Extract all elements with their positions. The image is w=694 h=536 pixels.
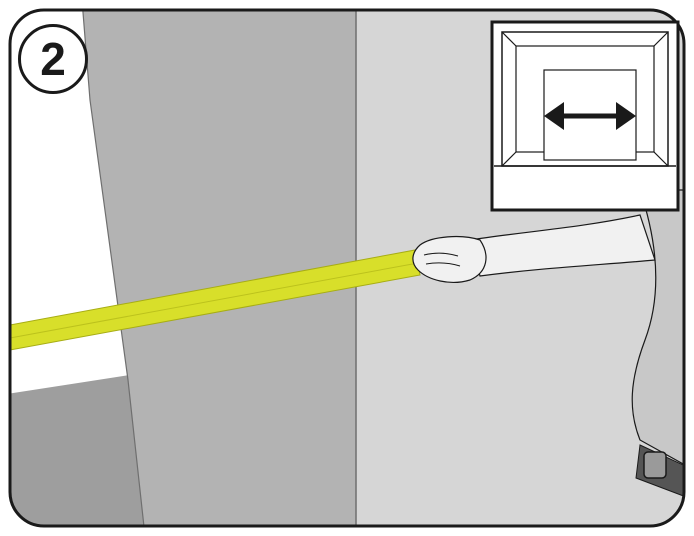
wall-left-panel xyxy=(82,10,356,526)
inset-bevel-tl xyxy=(501,31,517,47)
person-torso xyxy=(631,189,684,472)
finger-line-2 xyxy=(425,262,461,267)
finger-line-1 xyxy=(423,252,459,257)
illustration-border xyxy=(8,8,686,528)
belt-buckle xyxy=(643,451,667,479)
inset-detail-box xyxy=(490,20,680,212)
inset-bevel-bl xyxy=(501,151,517,167)
inset-bevel-br xyxy=(653,151,669,167)
step-number-badge: 2 xyxy=(18,24,88,94)
double-arrow-horizontal-icon xyxy=(544,102,636,130)
tape-measure-center-line xyxy=(10,262,419,339)
inset-bevel-tr xyxy=(653,31,669,47)
person-arm xyxy=(469,214,656,277)
hand xyxy=(412,236,487,283)
